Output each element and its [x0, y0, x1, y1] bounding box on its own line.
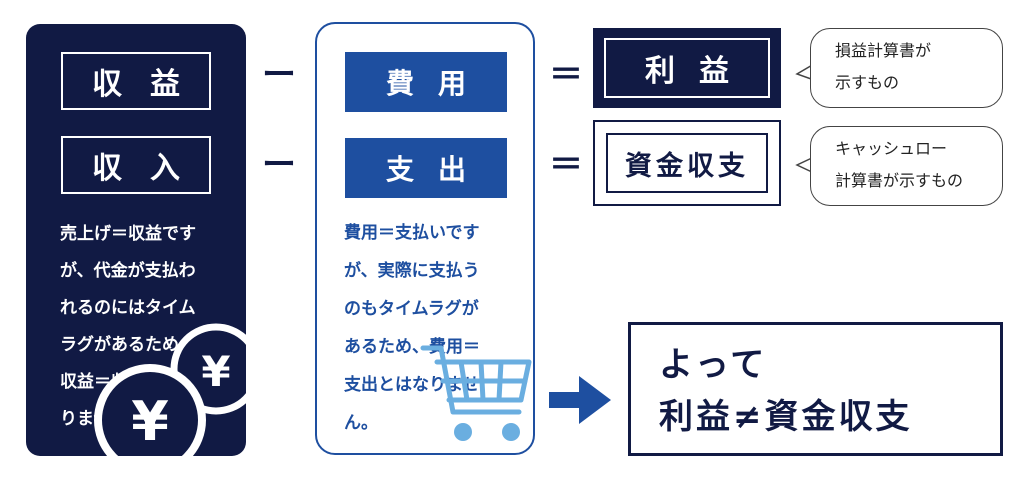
expense-label: 費用 [385, 67, 490, 100]
expense-panel: 費用 支出 費用＝支払いです が、実際に支払う のもタイムラグが あるため、費用… [315, 22, 535, 455]
shopping-cart-icon [420, 345, 532, 441]
cash-balance-label: 資金収支 [625, 150, 749, 182]
income-label: 収入 [92, 151, 208, 186]
yen-coins: ¥ ¥ [94, 323, 246, 456]
bubble-tail [795, 156, 815, 174]
description-line: あるため、費用＝ [344, 337, 480, 357]
conclusion-box: よって 利益≠資金収支 [628, 322, 1003, 456]
cash-note-bubble: キャッシュロー 計算書が示すもの [810, 126, 1003, 206]
cash-balance-box: 資金収支 [606, 133, 768, 193]
description-line: のもタイムラグが [344, 299, 479, 319]
description-line: れるのにはタイム [60, 298, 196, 318]
conclusion-line2: 利益≠資金収支 [659, 397, 913, 437]
yen-coin-icon: ¥ [94, 364, 206, 456]
revenue-panel: 収益 収入 売上げ＝収益です が、代金が支払わ れるのにはタイム ラグがあるため… [26, 24, 246, 456]
minus-operator: ー [262, 145, 296, 185]
revenue-description: 売上げ＝収益です が、代金が支払わ れるのにはタイム ラグがあるため、 収益＝収… [60, 216, 242, 438]
conclusion-line1: よって [659, 345, 768, 385]
equals-operator: ＝ [549, 55, 583, 95]
description-line: が、実際に支払う [344, 261, 480, 281]
expense-box: 費用 [345, 52, 507, 112]
profit-label: 利益 [645, 54, 753, 89]
expenditure-box: 支出 [345, 138, 507, 198]
cash-balance-result: 資金収支 [593, 120, 781, 206]
description-line: ん。 [344, 413, 378, 433]
expenditure-label: 支出 [385, 153, 490, 186]
expense-description: 費用＝支払いです が、実際に支払う のもタイムラグが あるため、費用＝ 支出とは… [344, 214, 524, 442]
minus-operator: ー [262, 55, 296, 95]
equals-operator: ＝ [549, 145, 583, 185]
svg-text:¥: ¥ [131, 390, 169, 453]
bubble-line: 計算書が示すもの [835, 171, 964, 190]
profit-note-bubble: 損益計算書が 示すもの [810, 28, 1003, 108]
profit-box: 利益 [604, 38, 770, 98]
description-line: が、代金が支払わ [60, 261, 196, 281]
revenue-box: 収益 [61, 52, 211, 110]
profit-result: 利益 [593, 28, 781, 108]
revenue-label: 収益 [92, 67, 208, 102]
income-box: 収入 [61, 136, 211, 194]
bubble-line: キャッシュロー [835, 139, 948, 158]
bubble-line: 示すもの [835, 73, 900, 92]
description-line: ラグがあるため、 [60, 335, 196, 355]
bubble-line: 損益計算書が [835, 41, 932, 60]
bubble-tail [795, 63, 815, 81]
arrow-right-icon [549, 376, 611, 424]
description-line: 費用＝支払いです [344, 223, 480, 243]
description-line: 売上げ＝収益です [60, 224, 196, 244]
svg-text:¥: ¥ [201, 347, 230, 396]
